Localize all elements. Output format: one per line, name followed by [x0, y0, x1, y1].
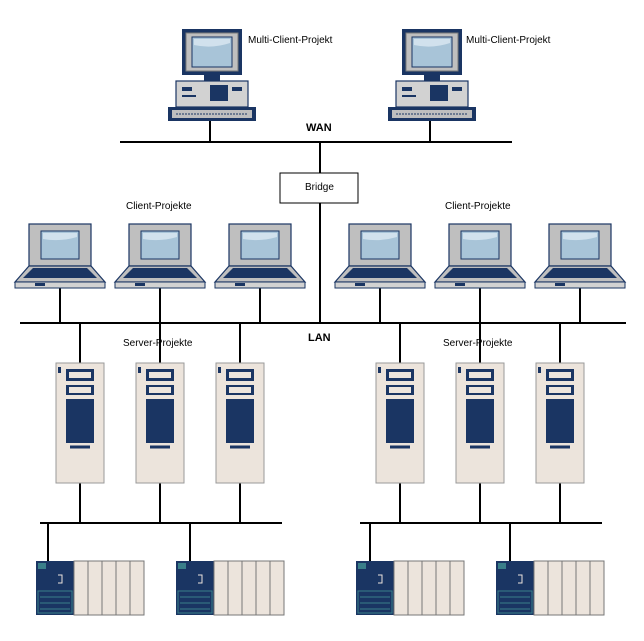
plc-rack: [495, 560, 605, 616]
plc-rack: [35, 560, 145, 616]
server-tower: [374, 361, 426, 485]
client-laptop: [114, 223, 206, 289]
server-tower: [534, 361, 586, 485]
client-projects-label-left: Client-Projekte: [126, 201, 192, 212]
multi-client-label-right: Multi-Client-Projekt: [466, 35, 551, 46]
client-laptop: [434, 223, 526, 289]
server-tower: [54, 361, 106, 485]
wan-label: WAN: [306, 122, 332, 134]
client-laptop: [534, 223, 626, 289]
connection-lines: [20, 121, 626, 561]
plc-rack: [355, 560, 465, 616]
server-projects-label-left: Server-Projekte: [123, 338, 193, 349]
lan-label: LAN: [308, 332, 331, 344]
multi-client-desktop-right: [387, 28, 477, 122]
client-laptop: [214, 223, 306, 289]
client-laptop: [14, 223, 106, 289]
bridge-box: [279, 172, 359, 204]
server-projects-label-right: Server-Projekte: [443, 338, 513, 349]
client-laptop: [334, 223, 426, 289]
multi-client-desktop-left: [167, 28, 257, 122]
plc-rack: [175, 560, 285, 616]
server-tower: [454, 361, 506, 485]
server-tower: [134, 361, 186, 485]
server-tower: [214, 361, 266, 485]
multi-client-label-left: Multi-Client-Projekt: [248, 35, 333, 46]
bridge-label: Bridge: [305, 182, 334, 193]
client-projects-label-right: Client-Projekte: [445, 201, 511, 212]
